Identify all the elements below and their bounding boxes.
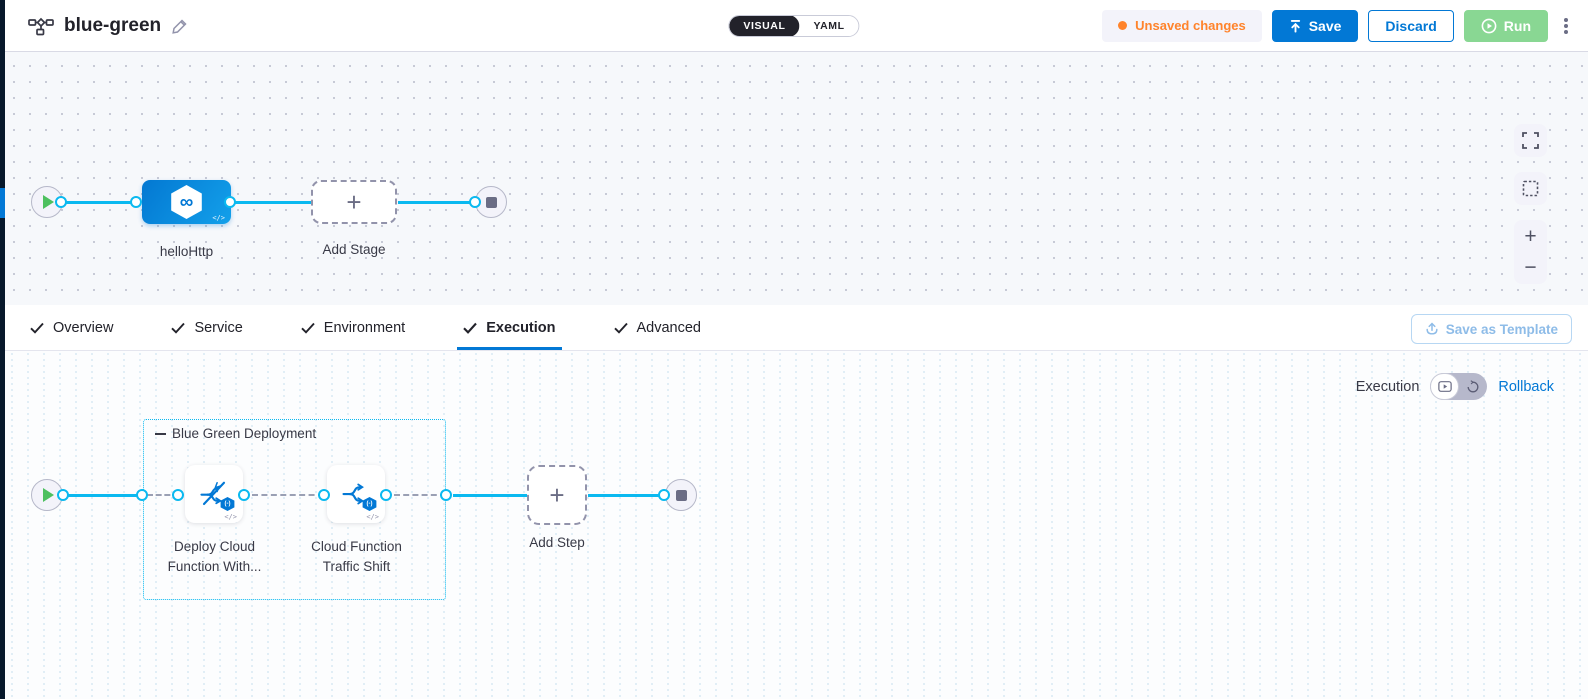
save-button[interactable]: Save (1271, 9, 1359, 42)
execution-mode-row: Execution Rollback (1356, 373, 1554, 400)
left-nav-strip[interactable] (0, 0, 5, 699)
tab-advanced[interactable]: Advanced (613, 305, 701, 350)
collapse-group-icon[interactable] (155, 432, 166, 435)
template-upload-icon (1426, 322, 1438, 335)
port[interactable] (238, 489, 250, 501)
edit-pipeline-name-icon[interactable] (171, 17, 189, 35)
step-link (588, 494, 666, 497)
step-node-deploy-cloud-function[interactable]: (-) </> (185, 465, 243, 523)
port[interactable] (57, 489, 69, 501)
deployment-stage-icon: ∞ (171, 185, 202, 219)
execution-canvas[interactable]: Execution Rollback (0, 351, 1588, 699)
tab-environment[interactable]: Environment (301, 305, 405, 350)
port[interactable] (658, 489, 670, 501)
fullscreen-button[interactable] (1514, 124, 1547, 157)
execution-mode-icon (1430, 373, 1459, 400)
selection-mode-button[interactable] (1514, 172, 1547, 205)
fullscreen-icon (1522, 132, 1539, 149)
check-icon (613, 322, 628, 334)
step-node-cloud-function-traffic-shift[interactable]: (-) </> (327, 465, 385, 523)
step-link-dashed (147, 494, 179, 496)
code-glyph-icon: </> (366, 513, 379, 521)
step-name-label: Cloud Function Traffic Shift (311, 539, 402, 574)
execution-rollback-toggle[interactable] (1430, 373, 1488, 400)
add-stage-label: Add Stage (322, 242, 386, 257)
step-name-label: Deploy Cloud Function With... (167, 539, 262, 574)
port[interactable] (136, 489, 148, 501)
port[interactable] (172, 489, 184, 501)
cloud-function-badge-icon: (-) (362, 497, 377, 511)
tab-execution[interactable]: Execution (457, 305, 562, 350)
save-as-template-button[interactable]: Save as Template (1410, 314, 1572, 344)
toggle-yaml[interactable]: YAML (799, 15, 859, 36)
step-group-label: Blue Green Deployment (172, 426, 317, 441)
header: blue-green VISUAL YAML Unsaved changes (0, 0, 1588, 52)
cloud-function-badge-icon: (-) (220, 497, 235, 511)
add-stage-button[interactable]: + (311, 180, 397, 224)
code-glyph-icon: </> (212, 214, 225, 222)
code-glyph-icon: </> (224, 513, 237, 521)
toggle-visual[interactable]: VISUAL (729, 15, 800, 36)
deploy-cloud-function-no-traffic-icon (200, 481, 226, 506)
port[interactable] (469, 196, 481, 208)
stage-canvas[interactable]: ∞ </> helloHttp + Add Stage + − (0, 52, 1588, 305)
stage-name-label: helloHttp (159, 244, 214, 259)
start-play-icon (43, 195, 54, 209)
pipeline-icon (28, 15, 54, 37)
tab-overview[interactable]: Overview (30, 305, 113, 350)
step-link (453, 494, 529, 497)
minus-icon: − (1524, 256, 1537, 279)
step-link-dashed (252, 494, 324, 496)
add-step-button[interactable]: + (527, 465, 587, 525)
nav-scroll-indicator (0, 188, 5, 218)
port[interactable] (318, 489, 330, 501)
port[interactable] (380, 489, 392, 501)
check-icon (30, 322, 44, 334)
check-icon (463, 322, 477, 334)
traffic-shift-icon (342, 483, 364, 505)
stage-link (63, 201, 135, 204)
check-icon (171, 322, 186, 334)
rollback-link[interactable]: Rollback (1498, 378, 1554, 395)
unsaved-dot-icon (1118, 21, 1128, 30)
zoom-panel: + − (1514, 220, 1547, 284)
plus-icon: + (1524, 225, 1537, 248)
execution-mode-label: Execution (1355, 378, 1420, 395)
rollback-mode-icon (1459, 373, 1487, 400)
save-upload-icon (1290, 19, 1300, 32)
stage-link (398, 201, 474, 204)
stop-square-icon (675, 489, 687, 501)
check-icon (301, 322, 315, 334)
port[interactable] (130, 196, 142, 208)
port[interactable] (55, 196, 67, 208)
step-link (66, 494, 138, 497)
selection-box-icon (1522, 180, 1539, 197)
stop-square-icon (485, 196, 497, 208)
more-options-kebab-icon[interactable] (1558, 14, 1574, 38)
unsaved-changes-text: Unsaved changes (1135, 18, 1246, 33)
port[interactable] (440, 489, 452, 501)
run-play-icon (1481, 18, 1497, 33)
page-title: blue-green (64, 14, 162, 36)
step-group-header[interactable]: Blue Green Deployment (155, 426, 316, 441)
plus-icon: + (549, 480, 565, 510)
execution-end-node[interactable] (665, 479, 697, 511)
visual-yaml-toggle: VISUAL YAML (728, 14, 860, 37)
run-button[interactable]: Run (1463, 9, 1548, 42)
stage-link (235, 201, 313, 204)
stage-node-hellohttp[interactable]: ∞ </> (142, 180, 231, 224)
tab-service[interactable]: Service (171, 305, 243, 350)
step-link-dashed (394, 494, 446, 496)
plus-icon: + (346, 187, 362, 217)
zoom-in-button[interactable]: + (1524, 226, 1536, 247)
step-group-blue-green-deployment[interactable]: Blue Green Deployment (143, 419, 446, 600)
discard-button[interactable]: Discard (1368, 9, 1454, 42)
port[interactable] (224, 196, 236, 208)
add-step-label: Add Step (529, 535, 585, 550)
stage-config-tabs: Overview Service Environment Execution A… (0, 305, 1588, 351)
unsaved-changes-badge: Unsaved changes (1102, 9, 1262, 42)
zoom-out-button[interactable]: − (1524, 257, 1536, 278)
start-play-icon (43, 488, 54, 502)
